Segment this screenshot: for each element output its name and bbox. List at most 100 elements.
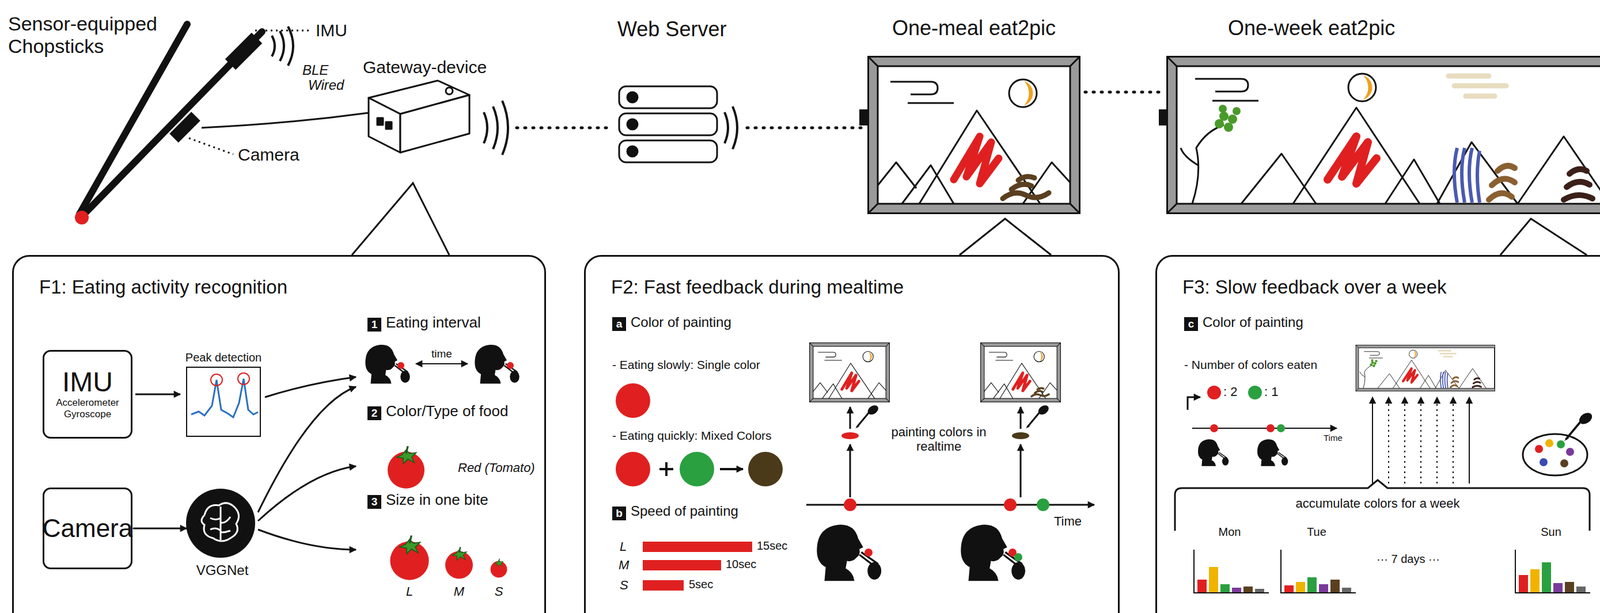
f2-illustration: [855, 403, 881, 430]
one-meal-painting: [953, 136, 999, 184]
one-week-painting: [1167, 57, 1600, 214]
f2-illustration: [1031, 388, 1049, 397]
chopsticks: [188, 30, 310, 155]
f3-illustration: [1197, 439, 1229, 467]
label: Sensor-equipped Chopsticks: [8, 12, 193, 58]
accumulate-arrow: [1371, 397, 1374, 484]
f1-illustration: [397, 362, 405, 370]
label: : 1: [1264, 384, 1279, 400]
label: L: [619, 539, 627, 555]
chart-bar: [1220, 584, 1230, 593]
chart-bar: [1341, 588, 1352, 593]
f2-illustration: [1020, 407, 1022, 430]
f3-illustration: [1210, 424, 1219, 433]
f2-illustration: [816, 525, 882, 582]
f3-illustration: [1257, 439, 1288, 467]
label: - Eating quickly: Mixed Colors: [612, 429, 772, 443]
panel: F1: Eating activity recognitionIMUAccele…: [12, 255, 547, 613]
web-server: [619, 140, 718, 163]
label: Time: [1053, 514, 1082, 529]
chart-bar: [1243, 586, 1253, 593]
web-server: [627, 119, 638, 130]
callout-number: c: [1184, 317, 1198, 332]
component-box: IMUAccelerometer Gyroscope: [42, 350, 133, 439]
chart-bar: [1284, 585, 1294, 593]
web-server: [619, 86, 718, 109]
f3-illustration: [1564, 410, 1595, 442]
gateway-device: [483, 100, 508, 155]
label: S: [494, 584, 504, 599]
web-server: [619, 86, 738, 163]
chart-axis: [1193, 550, 1269, 594]
chopsticks: [84, 31, 263, 215]
f1-illustration: [387, 446, 425, 489]
network-circle: VGGNet: [187, 488, 257, 591]
accumulate-arrow: [1388, 397, 1390, 484]
gateway-device: [400, 95, 470, 153]
label: IMU: [315, 20, 348, 41]
f1-illustration: [258, 466, 356, 522]
callout-triangles: [959, 218, 1052, 256]
label: 15sec: [756, 539, 788, 553]
f2-illustration: [1003, 498, 1017, 512]
f3-illustration: [1248, 385, 1262, 400]
connector: [516, 126, 610, 130]
accumulate-arrow: [1420, 397, 1422, 484]
f1-illustration: [191, 378, 259, 418]
f1-illustration: [474, 344, 519, 385]
f1-illustration: [186, 367, 261, 437]
component-box: Camera: [42, 487, 133, 570]
node-title: F2: Fast feedback during mealtime: [611, 276, 904, 299]
f2-illustration: [659, 462, 674, 477]
label: Sun: [1540, 525, 1562, 540]
f3-illustration: [1566, 448, 1575, 457]
f2-illustration: [841, 432, 859, 440]
f3-illustration: [1174, 480, 1590, 532]
callout-triangles: [1500, 218, 1587, 256]
f2-illustration: [864, 548, 873, 557]
label: M: [618, 558, 629, 573]
node-title: F3: Slow feedback over a week: [1182, 276, 1447, 299]
node-title: One-week eat2pic: [1227, 16, 1395, 41]
component-box: Web Server: [610, 16, 746, 168]
chart-bar: [1197, 579, 1207, 593]
callout-number: 3: [367, 495, 382, 510]
f1-illustration: [201, 503, 240, 542]
f2-illustration: [1011, 432, 1030, 440]
gateway-device: [385, 122, 392, 130]
label: Tue: [1306, 525, 1327, 540]
chart-bar: [1530, 569, 1540, 593]
f3-illustration: [1539, 458, 1548, 467]
chopsticks: [271, 26, 294, 66]
web-server: [724, 106, 738, 150]
f2-illustration: [842, 373, 859, 392]
gateway-device: [377, 118, 384, 125]
callout-number: a: [612, 317, 627, 332]
label: Red (Tomato): [457, 460, 536, 476]
f3-illustration: [1556, 440, 1565, 449]
chart-bar: [1255, 589, 1265, 593]
label: Color/Type of food: [385, 403, 508, 421]
chart-bar: [1307, 577, 1317, 593]
node-title: VGGNet: [187, 562, 257, 579]
f3-illustration: [1560, 459, 1569, 468]
f1-illustration: [389, 535, 429, 580]
label: - Eating slowly: Single color: [612, 358, 761, 373]
label: ··· 7 days ···: [1376, 552, 1440, 567]
f1-illustration: [490, 558, 508, 578]
label: Camera: [237, 145, 300, 166]
web-server: [619, 113, 718, 136]
label: S: [619, 578, 629, 593]
f1-illustration: [258, 529, 356, 551]
node-subtitle: Accelerometer Gyroscope: [52, 397, 123, 422]
callout-triangles: [351, 183, 1587, 256]
f2-illustration: [642, 541, 753, 553]
f3-illustration: [1207, 385, 1222, 400]
chart-bar: [1518, 575, 1529, 593]
f3-illustration: [1276, 424, 1285, 433]
f3-illustration: [1187, 397, 1201, 411]
f2-illustration: [615, 383, 651, 419]
accumulate-arrow: [1468, 397, 1470, 484]
